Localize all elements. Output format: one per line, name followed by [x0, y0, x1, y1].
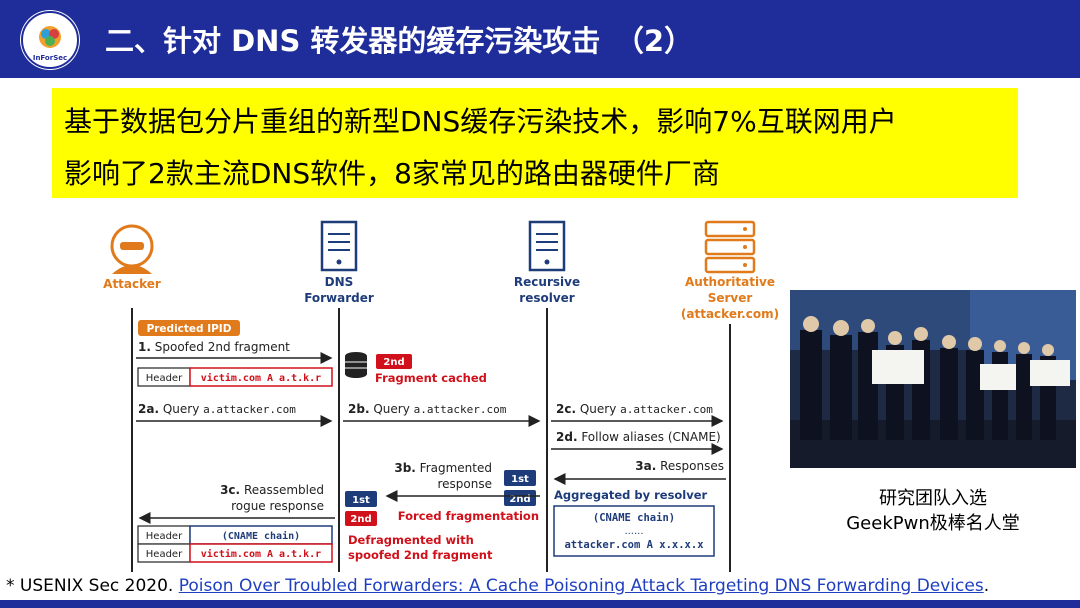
forwarder-server-icon	[320, 220, 358, 272]
cname-chain-box	[553, 505, 715, 557]
database-icon	[345, 352, 367, 378]
rogue-record-text: victim.com A a.t.k.r	[201, 548, 321, 560]
resolver-1st-text: 1st	[511, 474, 529, 485]
step1-label: 1. Spoofed 2nd fragment	[138, 340, 290, 354]
citation-prefix: * USENIX Sec 2020.	[6, 576, 179, 596]
step2c-label: 2c. Query a.attacker.com	[556, 402, 713, 416]
rogue-header-text-2: Header	[146, 549, 183, 560]
logo-text: InForSec	[33, 54, 67, 62]
inforsec-logo: InForSec	[20, 10, 80, 70]
resolver-label-2: resolver	[519, 291, 575, 305]
aggregated-text: Aggregated by resolver	[554, 488, 708, 502]
cname-dots: ......	[624, 526, 643, 537]
step3b-label-2: response	[437, 477, 492, 491]
summary-line-2: 影响了2款主流DNS软件，8家常见的路由器硬件厂商	[64, 157, 720, 190]
forwarder-1st-tag	[345, 491, 377, 507]
attack-flow-svg: Attacker DNS Forwarder Recursive resolve…	[103, 220, 779, 572]
attacker-label: Attacker	[103, 277, 161, 291]
team-photo-graphic	[790, 290, 1076, 468]
resolver-2nd-text: 2nd	[509, 494, 530, 505]
rogue-header-text-1: Header	[146, 531, 183, 542]
step3b-label-1: 3b. Fragmented	[394, 461, 492, 475]
resolver-label-1: Recursive	[514, 275, 580, 289]
resolver-2nd-tag	[504, 490, 536, 506]
auth-label-1: Authoritative	[685, 275, 775, 289]
step1-header-text: Header	[146, 373, 183, 384]
forwarder-2nd-tag	[345, 511, 377, 526]
team-photo	[790, 290, 1076, 468]
bottom-bar	[0, 600, 1080, 608]
fragment-cached-text: Fragment cached	[375, 371, 487, 385]
predicted-ipid-badge	[138, 320, 240, 336]
step2b-label: 2b. Query a.attacker.com	[348, 402, 507, 416]
photo-caption: 研究团队入选 GeekPwn极棒名人堂	[790, 486, 1076, 536]
rogue-record-cell	[189, 543, 333, 563]
cname-chain-text: (CNAME chain)	[593, 512, 675, 524]
authoritative-server-icon	[704, 220, 756, 274]
caption-line-1: 研究团队入选	[879, 488, 987, 509]
step1-record-text: victim.com A a.t.k.r	[201, 372, 321, 384]
forwarder-2nd-text: 2nd	[350, 514, 371, 525]
cached-2nd-text: 2nd	[383, 357, 404, 368]
page-title: 二、针对 DNS 转发器的缓存污染攻击 （2）	[105, 24, 694, 58]
predicted-ipid-text: Predicted IPID	[147, 323, 232, 335]
resolver-1st-tag	[504, 470, 536, 486]
step3a-label: 3a. Responses	[635, 459, 724, 473]
summary-box: 基于数据包分片重组的新型DNS缓存污染技术，影响7%互联网用户 影响了2款主流D…	[52, 88, 1018, 198]
citation: * USENIX Sec 2020. Poison Over Troubled …	[6, 576, 989, 596]
attack-diagram: Attacker DNS Forwarder Recursive resolve…	[100, 208, 780, 572]
resolver-server-icon	[528, 220, 566, 272]
cached-2nd-tag	[376, 354, 412, 369]
hacker-icon	[110, 224, 154, 274]
forwarder-label-1: DNS	[325, 275, 354, 289]
step2d-label: 2d. Follow aliases (CNAME)	[556, 430, 721, 444]
forwarder-label-2: Forwarder	[304, 291, 374, 305]
attacker-record-text: attacker.com A x.x.x.x	[564, 539, 704, 551]
logo-graphic: InForSec	[21, 11, 79, 69]
forwarder-1st-text: 1st	[352, 495, 370, 506]
defrag-text-2: spoofed 2nd fragment	[348, 548, 493, 562]
caption-line-2: GeekPwn极棒名人堂	[846, 513, 1020, 534]
auth-label-3: (attacker.com)	[681, 307, 779, 321]
step2a-label: 2a. Query a.attacker.com	[138, 402, 296, 416]
step3c-label-2: rogue response	[231, 499, 324, 513]
rogue-cname-text: (CNAME chain)	[222, 530, 300, 542]
step1-record-cell	[189, 367, 333, 387]
defrag-text-1: Defragmented with	[348, 533, 474, 547]
title-bar: InForSec 二、针对 DNS 转发器的缓存污染攻击 （2）	[0, 0, 1080, 78]
paper-link[interactable]: Poison Over Troubled Forwarders: A Cache…	[178, 576, 984, 596]
step3c-label-1: 3c. Reassembled	[220, 483, 324, 497]
forced-fragmentation-text: Forced fragmentation	[398, 509, 539, 523]
summary-line-1: 基于数据包分片重组的新型DNS缓存污染技术，影响7%互联网用户	[64, 105, 897, 138]
auth-label-2: Server	[708, 291, 753, 305]
citation-suffix: .	[983, 576, 990, 596]
